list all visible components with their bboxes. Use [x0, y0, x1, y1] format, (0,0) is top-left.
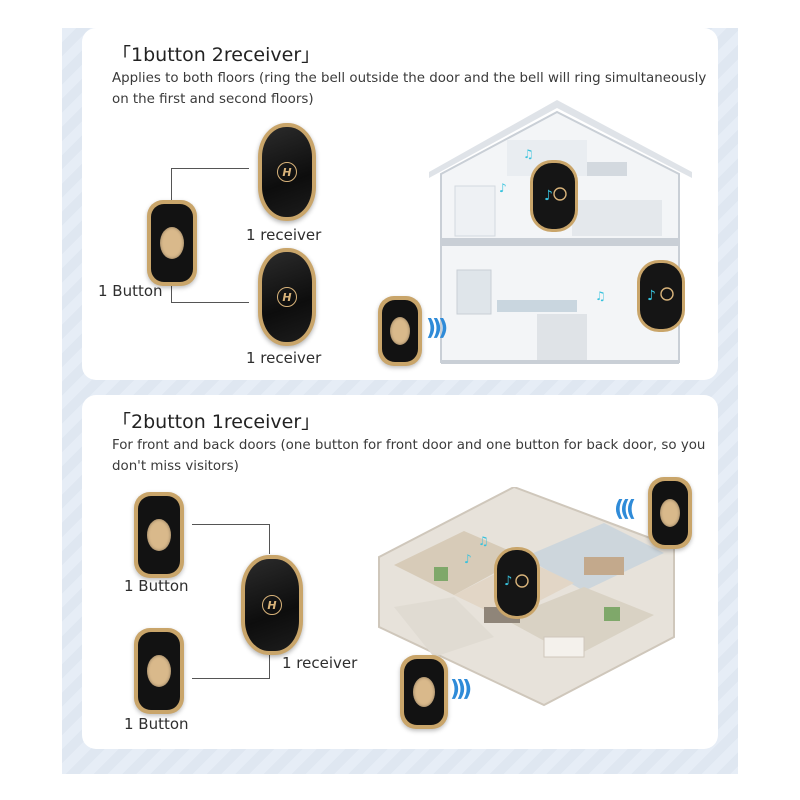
back-door-button-device: [648, 477, 692, 549]
signal-waves-icon: ))): [426, 316, 448, 341]
receiver-device-top: H: [258, 123, 316, 221]
svg-text:♫: ♫: [595, 289, 606, 303]
receiver-device: H: [241, 555, 303, 655]
front-door-button-device: [400, 655, 448, 729]
doorbell-button-device-top: [134, 492, 184, 578]
receiver-device-bottom: H: [258, 248, 316, 346]
signal-waves-icon: ))): [450, 677, 472, 702]
svg-text:♪: ♪: [504, 574, 512, 589]
button-label: 1 Button: [98, 282, 163, 300]
apartment-floorplan-illustration: ♪ ♫ ♪: [374, 487, 684, 707]
connector-line: [171, 283, 172, 303]
section1-description: Applies to both floors (ring the bell ou…: [112, 71, 707, 107]
one-button-two-receiver-panel: 「1button 2receiver」 Applies to both floo…: [82, 28, 718, 380]
connector-line: [269, 524, 270, 554]
section2-description: For front and back doors (one button for…: [112, 438, 706, 474]
connector-line: [192, 678, 270, 679]
svg-text:♪: ♪: [499, 181, 507, 195]
button-bottom-label: 1 Button: [124, 715, 189, 733]
receiver-label: 1 receiver: [282, 654, 358, 672]
doorbell-button-device: [378, 296, 422, 366]
doorbell-button-device: [147, 200, 197, 286]
connector-line: [171, 168, 249, 169]
brand-logo-icon: H: [277, 287, 297, 307]
connector-line: [269, 651, 270, 679]
svg-text:♪: ♪: [647, 288, 656, 304]
doorbell-button-device-bottom: [134, 628, 184, 714]
button-top-label: 1 Button: [124, 577, 189, 595]
connector-line: [192, 524, 270, 525]
section1-title: 「1button 2receiver」: [112, 44, 321, 66]
two-button-one-receiver-panel: 「2button 1receiver」 For front and back d…: [82, 395, 718, 749]
connector-line: [171, 168, 172, 202]
svg-text:♫: ♫: [478, 534, 489, 548]
two-floor-house-illustration: ♪ ♪ ♫ ♪ ♫: [427, 100, 697, 370]
brand-logo-icon: H: [277, 162, 297, 182]
svg-text:♫: ♫: [523, 147, 534, 161]
brand-logo-icon: H: [262, 595, 282, 615]
svg-text:♪: ♪: [544, 188, 553, 204]
receiver-top-label: 1 receiver: [246, 226, 322, 244]
signal-waves-icon: ))): [618, 497, 637, 522]
connector-line: [171, 302, 249, 303]
svg-text:♪: ♪: [464, 552, 472, 566]
receiver-bottom-label: 1 receiver: [246, 349, 322, 367]
section2-title: 「2button 1receiver」: [112, 411, 321, 433]
